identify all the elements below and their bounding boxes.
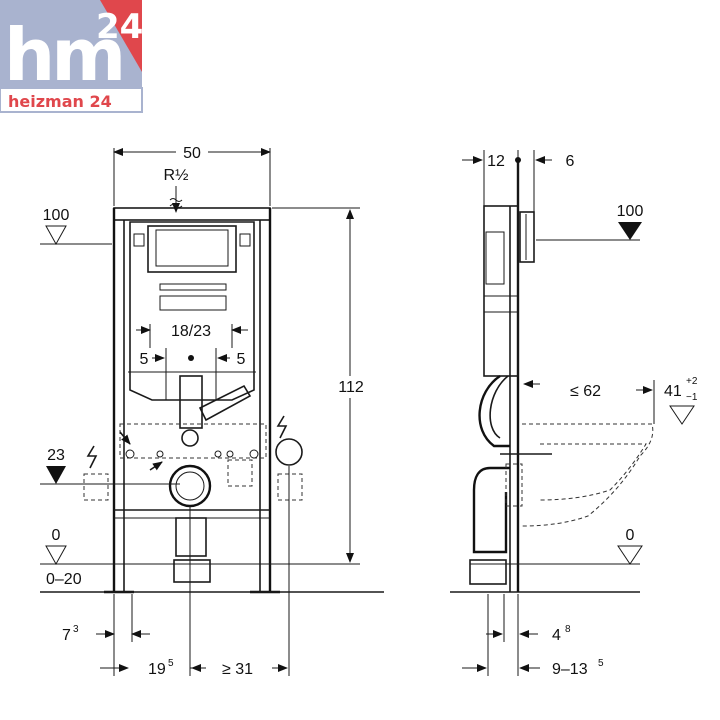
width-label: 50	[183, 145, 201, 162]
logo-mark: hm	[4, 13, 122, 97]
flush-spacing-label: 18/23	[171, 323, 211, 340]
water-inlet-hose	[198, 384, 252, 422]
supply-box-left	[83, 473, 109, 501]
pipe-offset-sup: 5	[168, 658, 174, 669]
foot-width-label: 4	[552, 627, 561, 644]
logo-brand-name: heizman 24	[8, 92, 112, 111]
side-level-100-label: 100	[617, 203, 644, 220]
level-100-marker	[45, 225, 67, 246]
logo-number: 24	[96, 7, 143, 47]
bowl-height-label: 41	[664, 383, 682, 400]
side-view: 12 6 100 ≤ 62 41 +2 −1 0 4 8 9–13 5	[450, 150, 698, 678]
floor-range-label: 0–20	[46, 571, 82, 588]
actuator-plate	[519, 211, 535, 263]
side-cistern	[483, 205, 519, 377]
level-0-marker	[45, 545, 67, 566]
projection-label: ≤ 62	[570, 383, 601, 400]
front-plate-label: 6	[566, 153, 575, 170]
bowl-height-marker	[669, 405, 695, 425]
offset-left-label: 5	[140, 351, 149, 368]
wall-range-sup: 5	[598, 658, 604, 669]
flush-pipe	[179, 375, 203, 429]
wall-range-label: 9–13	[552, 661, 588, 678]
level-23-label: 23	[47, 447, 65, 464]
power-icon	[86, 445, 98, 469]
height-label: 112	[338, 379, 364, 396]
supply-box-right	[277, 473, 303, 501]
bowl-tol-plus: +2	[686, 376, 698, 387]
depth-label: 12	[487, 153, 505, 170]
supply-box-center	[227, 459, 253, 487]
side-offset-label: ≥ 31	[222, 661, 253, 678]
brand-logo: hm 24 heizman 24	[0, 0, 143, 113]
side-level-0-marker	[617, 545, 643, 565]
foot-offset-sup: 3	[73, 624, 79, 635]
level-0-label: 0	[52, 527, 61, 544]
supply-fitting-right	[275, 438, 303, 466]
power-icon-right	[276, 415, 288, 439]
foot-offset-label: 7	[62, 627, 71, 644]
level-100-label: 100	[43, 207, 70, 224]
side-flush-pipe	[478, 375, 510, 448]
actuator-opening	[147, 225, 237, 273]
pipe-offset-label: 19	[148, 661, 166, 678]
foot-width-sup: 8	[565, 624, 571, 635]
front-view: 50 R½ 112 18/23 5 5 100 23 0	[40, 142, 384, 678]
bowl-tol-minus: −1	[686, 392, 698, 403]
frame-top-rail	[113, 207, 271, 221]
side-level-100-marker	[618, 222, 642, 240]
thread-label: R½	[164, 167, 189, 184]
offset-right-label: 5	[237, 351, 246, 368]
cistern	[128, 221, 256, 401]
drain-pipe	[175, 517, 207, 557]
side-waste-bend	[472, 466, 510, 554]
side-level-0-label: 0	[626, 527, 635, 544]
level-23-marker	[46, 466, 66, 484]
wc-bowl-outline	[521, 423, 654, 527]
mounting-bracket	[119, 423, 267, 459]
